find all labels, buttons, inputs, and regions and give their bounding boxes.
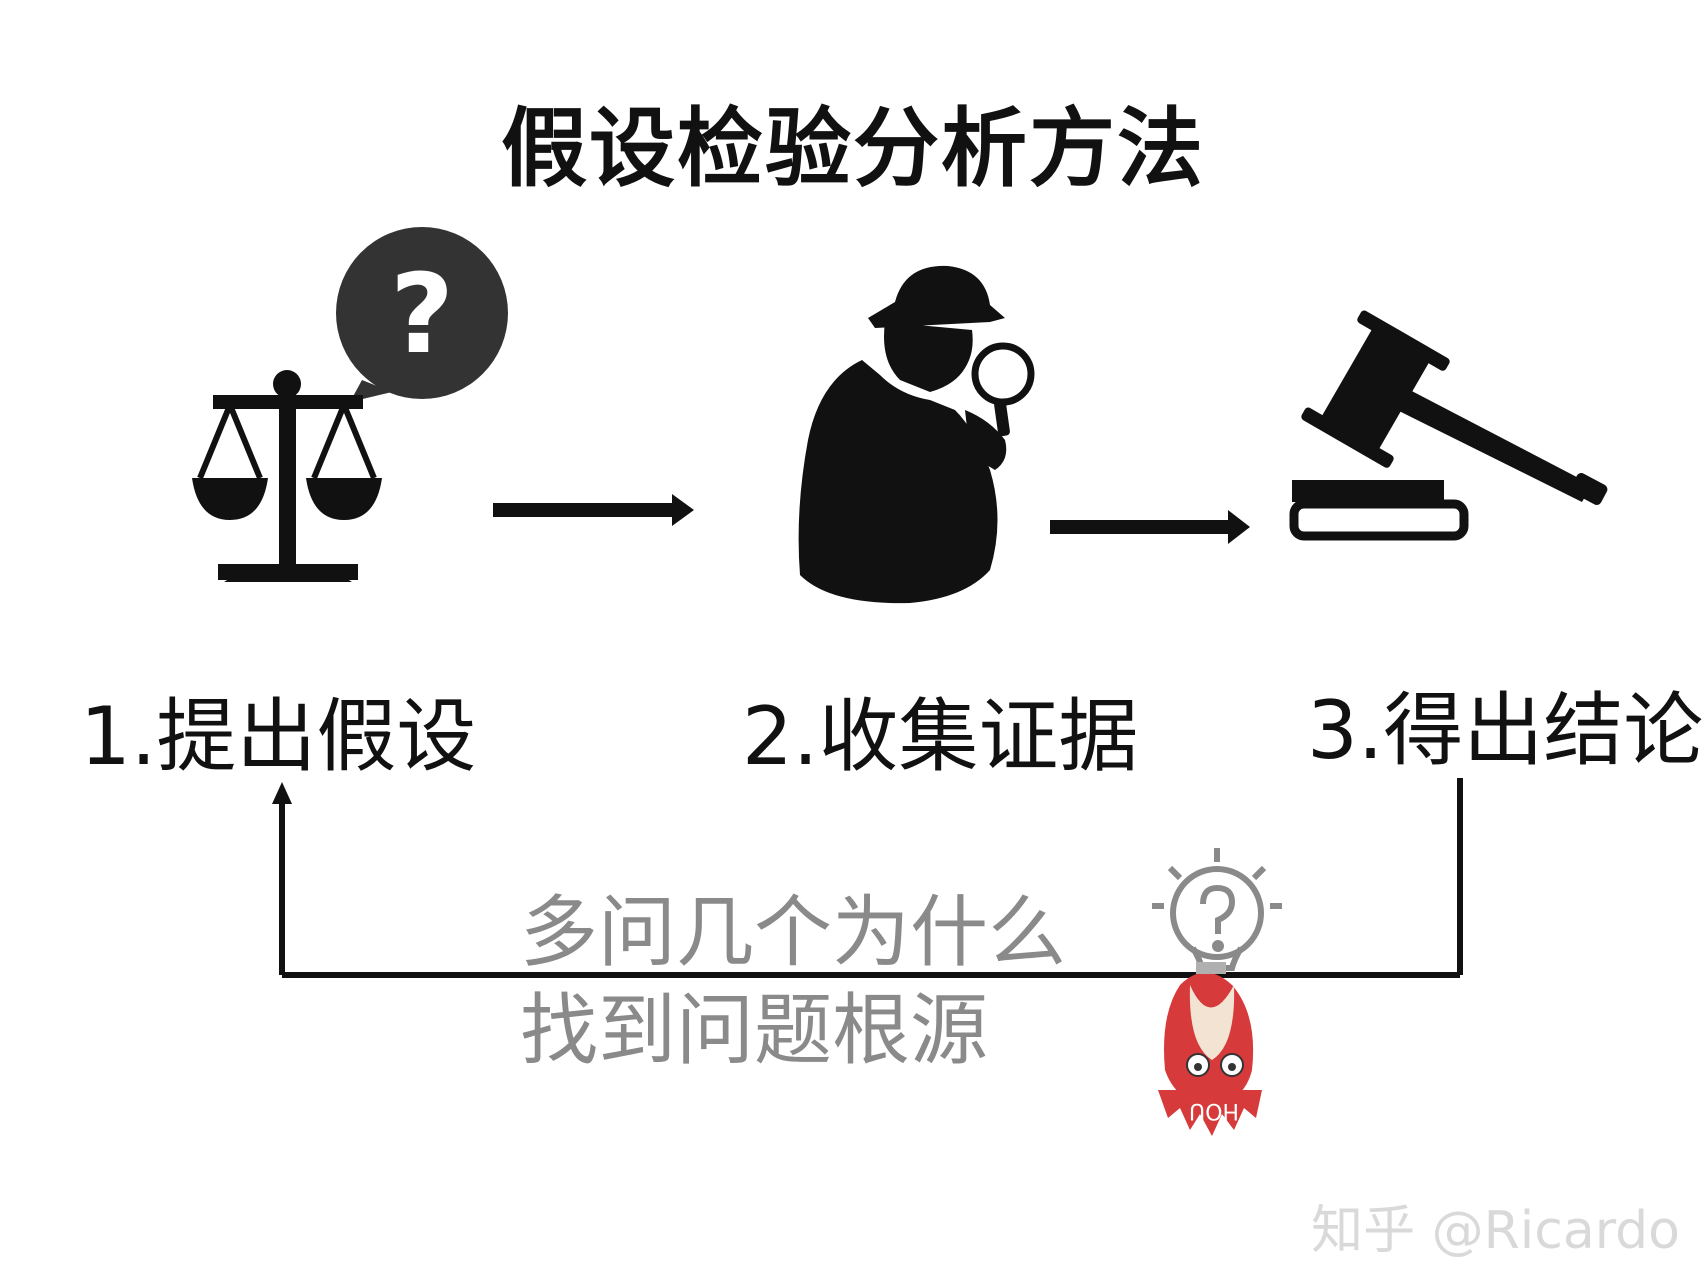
- question-bubble-icon: ?: [336, 227, 508, 402]
- step-2-label: 2.收集证据: [742, 690, 1139, 783]
- step-3-label: 3.得出结论: [1307, 684, 1704, 777]
- loop-text-line-1: 多问几个为什么: [520, 888, 1067, 978]
- arrow-step1-to-step2: [493, 494, 694, 526]
- step-1-label: 1.提出假设: [80, 690, 477, 783]
- bubble-question-mark: ?: [390, 250, 454, 378]
- mascot-text: HOU: [1189, 1098, 1239, 1123]
- watermark: 知乎 @Ricardo: [1311, 1201, 1680, 1261]
- balance-scale-icon: [192, 370, 382, 582]
- arrow-step2-to-step3: [1050, 510, 1250, 544]
- loop-arrowhead: [272, 782, 292, 804]
- gavel-icon: [1289, 310, 1608, 541]
- mascot-character-icon: HOU: [1158, 962, 1262, 1136]
- lightbulb-idea-icon: [1152, 848, 1282, 971]
- diagram-title: 假设检验分析方法: [501, 99, 1205, 199]
- feedback-loop-arrow: [279, 778, 1463, 978]
- detective-magnifier-icon: [798, 265, 1035, 604]
- loop-text-line-2: 找到问题根源: [520, 986, 989, 1076]
